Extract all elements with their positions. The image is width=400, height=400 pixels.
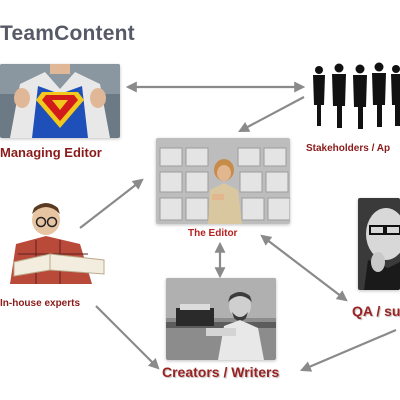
diagram-title: TeamContent [0,22,135,45]
superman-image [0,64,120,138]
arrow-stakeholders-editor [238,96,305,133]
arrow-experts-creators [95,305,160,370]
label-managing-editor: Managing Editor [0,145,102,160]
qa-photo [358,198,400,290]
writer-typewriter-image [166,278,276,360]
stakeholders-photo [305,60,400,130]
inhouse-experts-photo [0,198,116,284]
label-the-editor: The Editor [188,228,238,239]
label-stakeholders: Stakeholders / Ap [306,143,391,154]
woman-in-chairs-image [156,138,290,224]
arrow-qa-creators [299,328,397,372]
label-inhouse-experts: In-house experts [0,298,81,309]
the-editor-photo [156,138,290,224]
creators-writers-photo [166,278,276,360]
managing-editor-photo [0,64,120,138]
label-creators-writers: Creators / Writers [162,364,280,380]
businessmen-silhouettes [305,60,400,130]
thinking-man-image [358,198,400,290]
nerd-reading-image [0,198,116,284]
label-qa: QA / su [352,303,400,319]
